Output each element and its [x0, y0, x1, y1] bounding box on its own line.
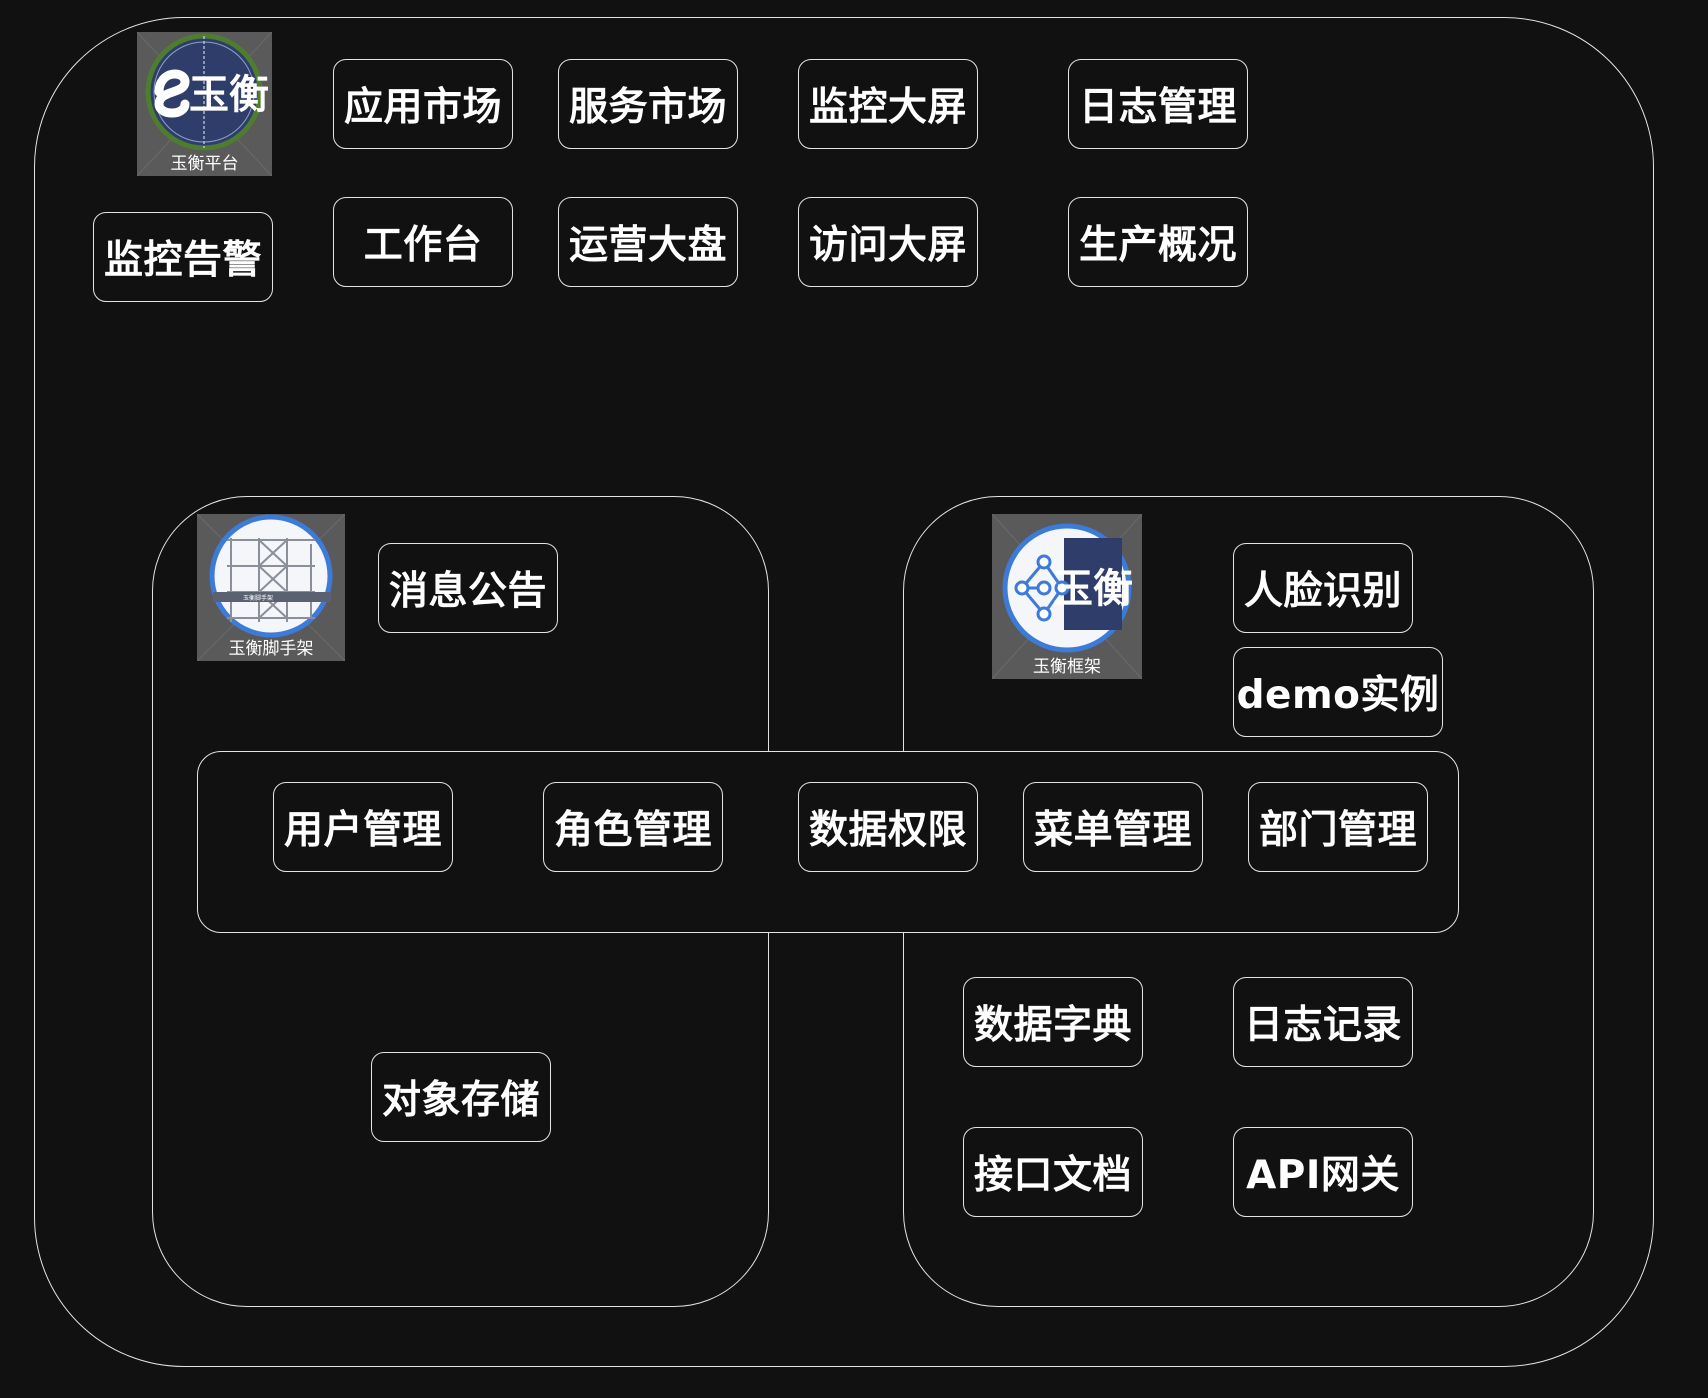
svg-text:玉衡脚手架: 玉衡脚手架 [243, 594, 273, 602]
operations-dashboard-node[interactable]: 运营大盘 [558, 197, 738, 287]
yuheng-platform-logo-icon: 玉衡 [137, 32, 272, 176]
role-management-node[interactable]: 角色管理 [543, 782, 723, 872]
yuheng-scaffold-logo-icon: 玉衡脚手架 [197, 514, 345, 661]
platform-container [34, 17, 1654, 1367]
yuheng-scaffold-logo: 玉衡脚手架 玉衡脚手架 [197, 514, 345, 661]
yuheng-framework-logo: 玉衡 玉衡框架 [992, 514, 1142, 679]
department-management-node[interactable]: 部门管理 [1248, 782, 1428, 872]
face-recognition-node[interactable]: 人脸识别 [1233, 543, 1413, 633]
message-notice-node[interactable]: 消息公告 [378, 543, 558, 633]
object-storage-node[interactable]: 对象存储 [371, 1052, 551, 1142]
service-market-node[interactable]: 服务市场 [558, 59, 738, 149]
access-screen-node[interactable]: 访问大屏 [798, 197, 978, 287]
yuheng-scaffold-caption: 玉衡脚手架 [228, 639, 314, 659]
app-market-node[interactable]: 应用市场 [333, 59, 513, 149]
yuheng-framework-logo-icon: 玉衡 [992, 514, 1142, 679]
yuheng-framework-caption: 玉衡框架 [1033, 657, 1101, 677]
data-dictionary-node[interactable]: 数据字典 [963, 977, 1143, 1067]
production-overview-node[interactable]: 生产概况 [1068, 197, 1248, 287]
log-management-node[interactable]: 日志管理 [1068, 59, 1248, 149]
menu-management-node[interactable]: 菜单管理 [1023, 782, 1203, 872]
log-record-node[interactable]: 日志记录 [1233, 977, 1413, 1067]
svg-text:玉衡: 玉衡 [1053, 565, 1133, 612]
demo-example-node[interactable]: demo实例 [1233, 647, 1443, 737]
svg-text:玉衡: 玉衡 [189, 71, 269, 118]
monitor-screen-node[interactable]: 监控大屏 [798, 59, 978, 149]
user-management-node[interactable]: 用户管理 [273, 782, 453, 872]
data-permission-node[interactable]: 数据权限 [798, 782, 978, 872]
yuheng-platform-logo: 玉衡 玉衡平台 [137, 32, 272, 176]
api-gateway-node[interactable]: API网关 [1233, 1127, 1413, 1217]
workbench-node[interactable]: 工作台 [333, 197, 513, 287]
monitor-alert-node[interactable]: 监控告警 [93, 212, 273, 302]
yuheng-platform-caption: 玉衡平台 [170, 154, 239, 174]
api-docs-node[interactable]: 接口文档 [963, 1127, 1143, 1217]
